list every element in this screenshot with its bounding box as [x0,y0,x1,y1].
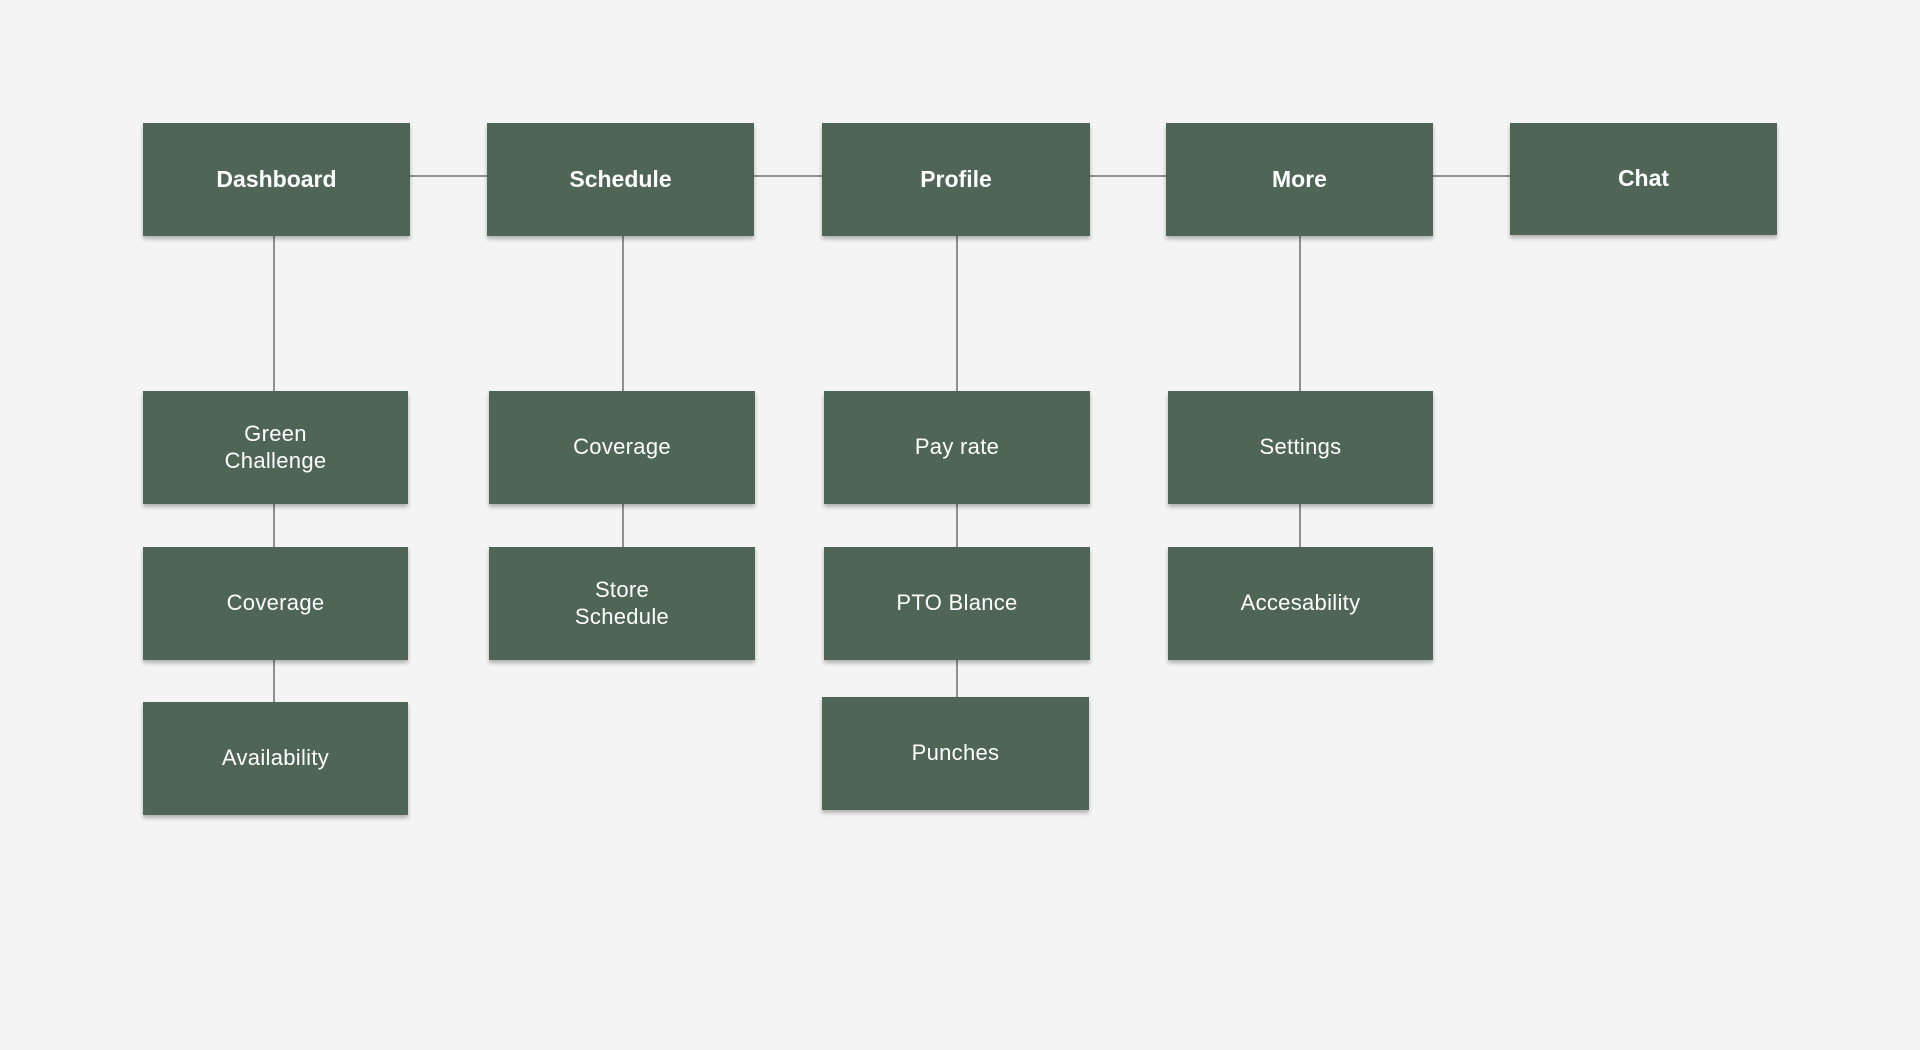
node-dashboard-coverage: Coverage [143,547,408,660]
node-schedule: Schedule [487,123,754,236]
node-accessibility: Accesability [1168,547,1433,660]
node-more: More [1166,123,1433,236]
node-profile: Profile [822,123,1090,236]
node-schedule-coverage: Coverage [489,391,755,504]
node-punches: Punches [822,697,1089,810]
node-green-challenge: Green Challenge [143,391,408,504]
node-chat: Chat [1510,123,1777,235]
node-availability: Availability [143,702,408,815]
node-pto-balance: PTO Blance [824,547,1090,660]
node-store-schedule: Store Schedule [489,547,755,660]
node-dashboard: Dashboard [143,123,410,236]
node-pay-rate: Pay rate [824,391,1090,504]
node-settings: Settings [1168,391,1433,504]
